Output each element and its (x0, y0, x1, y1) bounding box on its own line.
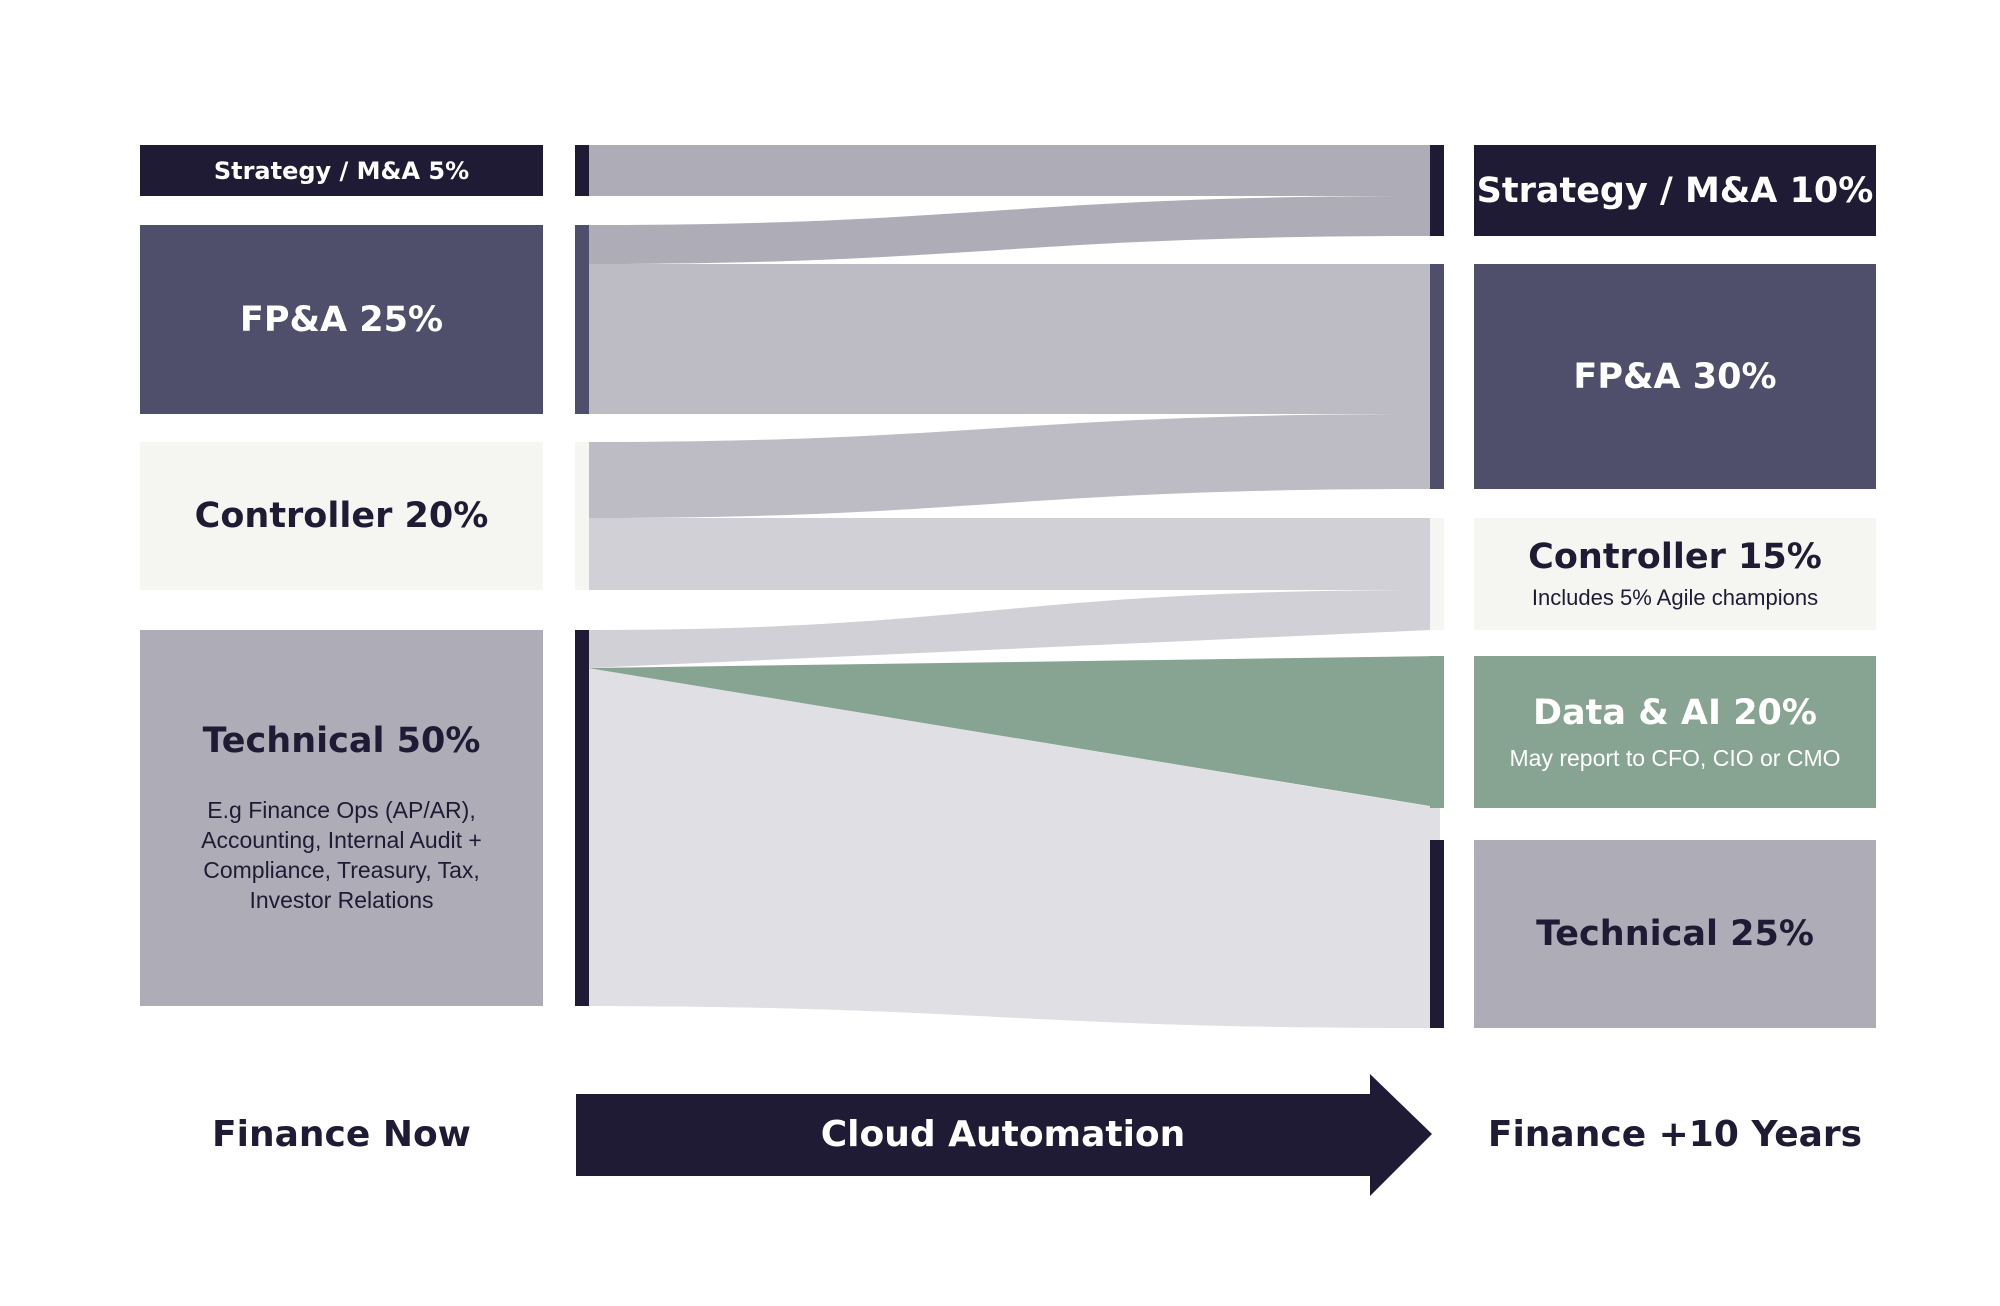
future-fpa-title: FP&A 30% (1573, 356, 1777, 397)
right-bar-controller (1430, 518, 1444, 630)
flow-technical-to-controller (588, 590, 1430, 668)
left-bar-fpa (575, 225, 589, 414)
future-technical-title: Technical 25% (1536, 914, 1814, 954)
right-bar-technical (1430, 840, 1444, 1028)
future-controller-title: Controller 15% (1528, 537, 1822, 577)
future-strategy-box: Strategy / M&A 10% (1474, 145, 1876, 236)
now-controller-box: Controller 20% (140, 442, 543, 590)
future-data-ai-title: Data & AI 20% (1533, 692, 1817, 733)
flow-technical-lower (588, 818, 1430, 1028)
now-technical-title: Technical 50% (202, 721, 481, 761)
finance-now-label: Finance Now (212, 1113, 471, 1155)
flow-controller-to-controller (588, 518, 1430, 590)
now-technical-box: Technical 50% E.g Finance Ops (AP/AR), A… (140, 630, 543, 1006)
now-fpa-title: FP&A 25% (239, 299, 444, 340)
now-strategy-box: Strategy / M&A 5% (140, 145, 543, 196)
cloud-automation-arrow (576, 1074, 1432, 1196)
future-fpa-box: FP&A 30% (1474, 264, 1876, 489)
now-technical-sub-4: Investor Relations (249, 887, 434, 913)
now-technical-sub-1: E.g Finance Ops (AP/AR), (207, 797, 476, 823)
future-technical-box: Technical 25% (1474, 840, 1876, 1028)
now-strategy-title: Strategy / M&A 5% (213, 156, 470, 185)
left-bar-technical (575, 630, 589, 1006)
flow-strategy-to-strategy (588, 145, 1430, 196)
right-bar-strategy (1430, 145, 1444, 236)
left-bar-controller (575, 442, 589, 590)
finance-future-label: Finance +10 Years (1487, 1113, 1863, 1155)
flow-controller-to-fpa (588, 414, 1430, 518)
future-data-ai-sub: May report to CFO, CIO or CMO (1509, 744, 1841, 771)
now-controller-title: Controller 20% (194, 496, 489, 536)
now-fpa-box: FP&A 25% (140, 225, 543, 414)
future-data-ai-box: Data & AI 20% May report to CFO, CIO or … (1474, 656, 1876, 808)
future-controller-box: Controller 15% Includes 5% Agile champio… (1474, 518, 1876, 630)
future-strategy-title: Strategy / M&A 10% (1476, 170, 1874, 211)
flow-technical-to-data-ai (588, 656, 1442, 808)
flow-fpa-to-strategy (588, 196, 1430, 264)
left-bar-strategy (575, 145, 589, 196)
flow-fpa-to-fpa (588, 264, 1430, 414)
future-controller-sub: Includes 5% Agile champions (1531, 585, 1819, 610)
right-bar-fpa (1430, 264, 1444, 489)
now-technical-sub-3: Compliance, Treasury, Tax, (203, 857, 480, 883)
cloud-automation-label: Cloud Automation (820, 1113, 1186, 1155)
right-bar-data-ai (1430, 656, 1444, 808)
now-technical-sub-2: Accounting, Internal Audit + (201, 827, 482, 853)
